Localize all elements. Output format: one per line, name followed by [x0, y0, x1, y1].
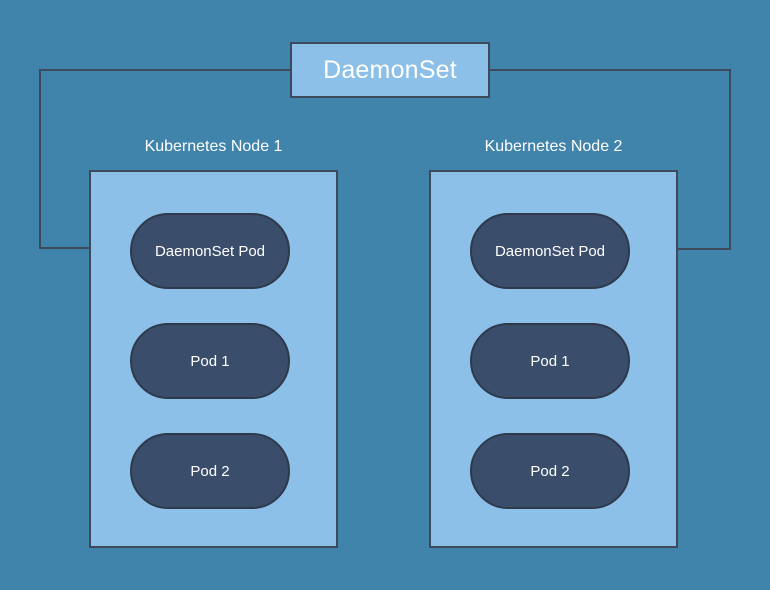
- node-1-box[interactable]: DaemonSet Pod Pod 1 Pod 2: [89, 170, 338, 548]
- daemonset-controller-label: DaemonSet: [323, 55, 457, 84]
- node-2-title: Kubernetes Node 2: [484, 138, 623, 155]
- node-1-daemonset-pod[interactable]: DaemonSet Pod: [130, 213, 290, 289]
- daemonset-controller-box[interactable]: DaemonSet: [290, 42, 490, 98]
- node-1-title: Kubernetes Node 1: [144, 138, 283, 155]
- node-2-pod-1[interactable]: Pod 1: [470, 323, 630, 399]
- node-1-pod-2[interactable]: Pod 2: [130, 433, 290, 509]
- node-2-box[interactable]: DaemonSet Pod Pod 1 Pod 2: [429, 170, 678, 548]
- node-2-pod-2[interactable]: Pod 2: [470, 433, 630, 509]
- node-2-daemonset-pod[interactable]: DaemonSet Pod: [470, 213, 630, 289]
- node-1-pod-1[interactable]: Pod 1: [130, 323, 290, 399]
